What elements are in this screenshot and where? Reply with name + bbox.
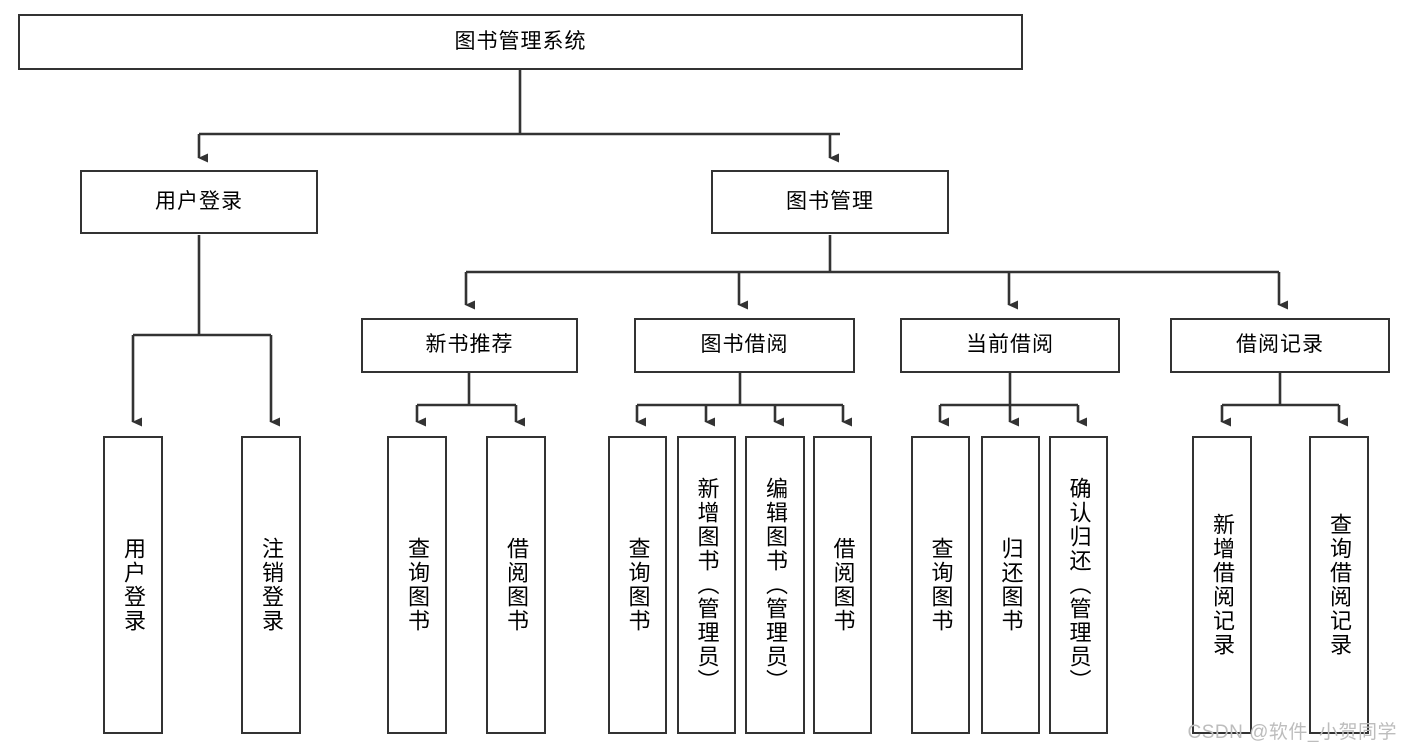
leaf-query-borrow-record[interactable]: 查询借阅记录 xyxy=(1309,436,1369,734)
leaf-add-book[interactable]: 新增图书（管理员） xyxy=(677,436,736,734)
leaf-edit-book-label: 编辑图书（管理员） xyxy=(762,477,788,693)
node-current-borrow-label: 当前借阅 xyxy=(966,333,1054,357)
leaf-user-login[interactable]: 用户登录 xyxy=(103,436,163,734)
leaf-query-book-current[interactable]: 查询图书 xyxy=(911,436,970,734)
node-new-book-recommend[interactable]: 新书推荐 xyxy=(361,318,578,373)
leaf-borrow-book-recommend[interactable]: 借阅图书 xyxy=(486,436,546,734)
leaf-return-book-label: 归还图书 xyxy=(998,537,1024,633)
leaf-query-book-recommend[interactable]: 查询图书 xyxy=(387,436,447,734)
node-root-label: 图书管理系统 xyxy=(454,29,587,53)
node-user-login-label: 用户登录 xyxy=(155,189,243,213)
node-book-manage-label: 图书管理 xyxy=(786,189,874,213)
leaf-return-book[interactable]: 归还图书 xyxy=(981,436,1040,734)
leaf-add-book-label: 新增图书（管理员） xyxy=(694,477,720,693)
watermark: CSDN @软件_小贺同学 xyxy=(1187,722,1397,743)
node-book-borrow-label: 图书借阅 xyxy=(700,333,789,357)
node-book-borrow[interactable]: 图书借阅 xyxy=(634,318,855,373)
leaf-user-login-label: 用户登录 xyxy=(120,537,146,633)
leaf-logout-label: 注销登录 xyxy=(258,537,284,633)
node-root[interactable]: 图书管理系统 xyxy=(18,14,1023,70)
leaf-borrow-book-label: 借阅图书 xyxy=(830,537,856,633)
leaf-edit-book[interactable]: 编辑图书（管理员） xyxy=(745,436,805,734)
leaf-add-borrow-record[interactable]: 新增借阅记录 xyxy=(1192,436,1252,734)
node-borrow-record-label: 借阅记录 xyxy=(1236,333,1324,357)
leaf-borrow-book[interactable]: 借阅图书 xyxy=(813,436,872,734)
leaf-confirm-return-label: 确认归还（管理员） xyxy=(1066,477,1092,693)
leaf-query-book-borrow[interactable]: 查询图书 xyxy=(608,436,667,734)
leaf-confirm-return[interactable]: 确认归还（管理员） xyxy=(1049,436,1108,734)
leaf-query-book-borrow-label: 查询图书 xyxy=(625,537,651,633)
node-borrow-record[interactable]: 借阅记录 xyxy=(1170,318,1390,373)
leaf-logout[interactable]: 注销登录 xyxy=(241,436,301,734)
node-current-borrow[interactable]: 当前借阅 xyxy=(900,318,1120,373)
leaf-borrow-book-recommend-label: 借阅图书 xyxy=(503,537,529,633)
node-new-book-recommend-label: 新书推荐 xyxy=(425,333,514,357)
leaf-add-borrow-record-label: 新增借阅记录 xyxy=(1209,513,1235,657)
leaf-query-book-recommend-label: 查询图书 xyxy=(404,537,430,633)
leaf-query-borrow-record-label: 查询借阅记录 xyxy=(1326,513,1352,657)
node-book-manage[interactable]: 图书管理 xyxy=(711,170,949,234)
leaf-query-book-current-label: 查询图书 xyxy=(928,537,954,633)
node-user-login[interactable]: 用户登录 xyxy=(80,170,318,234)
